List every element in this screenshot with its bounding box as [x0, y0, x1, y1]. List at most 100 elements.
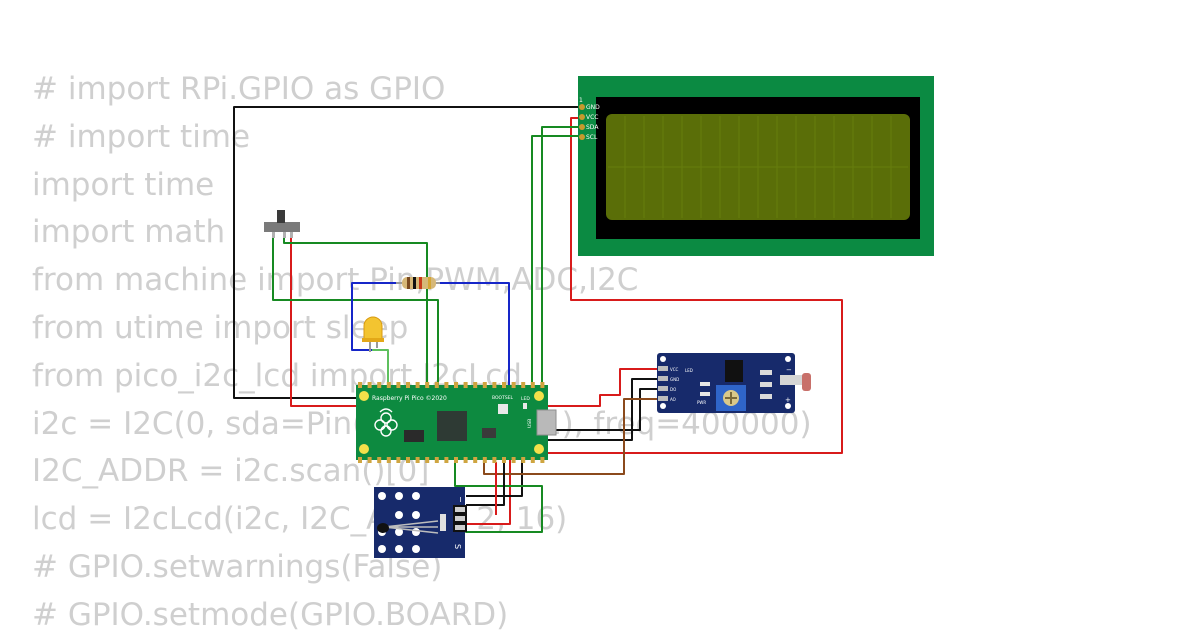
switch-knob [277, 210, 285, 223]
pico-pin[interactable] [358, 382, 362, 388]
temp-s-label: S [453, 544, 462, 549]
pico-pin[interactable] [473, 457, 478, 463]
raspberry-pi-pico[interactable]: Raspberry Pi Pico ©2020 BOOTSEL LED USB [356, 382, 557, 463]
yellow-led[interactable] [362, 316, 384, 352]
wire-led-green[interactable] [372, 349, 389, 385]
ldr-plus-label: + [785, 396, 791, 404]
temperature-sensor-module[interactable]: − S [374, 487, 467, 558]
pico-pin[interactable] [530, 457, 535, 463]
pico-pin[interactable] [454, 457, 458, 463]
ldr-pin-gnd-label: GND [670, 377, 679, 382]
lcd-display[interactable]: 1 GND VCC SDA SCL [578, 76, 934, 256]
pico-pin[interactable] [511, 382, 516, 388]
pico-pin[interactable] [530, 382, 535, 388]
wire-ldr-ao[interactable] [483, 398, 660, 475]
pico-pin[interactable] [521, 457, 526, 463]
pico-pin[interactable] [502, 382, 506, 388]
lcd-pin-vcc-label: VCC [586, 114, 598, 121]
wire-resistor-blue-2[interactable] [437, 282, 510, 385]
pico-pin[interactable] [377, 457, 382, 463]
pico-pin[interactable] [473, 382, 478, 388]
pico-chip-rp2040 [437, 411, 467, 441]
pico-usb-label: USB [527, 419, 533, 428]
wire-lcd-vcc[interactable] [520, 117, 843, 454]
pico-flash-chip [404, 430, 424, 442]
pico-mount-hole [359, 444, 369, 454]
pico-pin[interactable] [406, 457, 410, 463]
pico-pin[interactable] [386, 457, 391, 463]
ldr-pin-pads [658, 366, 668, 401]
pico-pin[interactable] [482, 382, 487, 388]
wires [233, 106, 843, 533]
code-line: # GPIO.setmode(GPIO.BOARD) [32, 596, 509, 633]
pico-silkscreen: Raspberry Pi Pico ©2020 [372, 395, 447, 402]
pico-pin[interactable] [511, 457, 516, 463]
pico-pin[interactable] [434, 382, 439, 388]
pico-mount-hole [534, 444, 544, 454]
pico-pin[interactable] [425, 382, 430, 388]
code-line: from utime import sleep [32, 309, 409, 346]
pico-pin[interactable] [492, 457, 497, 463]
ldr-pin-do-label: DO [670, 387, 676, 392]
pico-pin[interactable] [540, 457, 545, 463]
resistor[interactable] [396, 277, 440, 289]
pico-pin[interactable] [396, 382, 401, 388]
pico-pin[interactable] [377, 382, 382, 388]
raspberry-logo-icon [374, 408, 398, 437]
pico-usb-port[interactable] [536, 409, 557, 436]
wire-lcd-sda[interactable] [541, 126, 582, 385]
wire-ldr-gnd[interactable] [466, 378, 660, 497]
pico-crystal [482, 428, 496, 438]
switch-body [264, 222, 300, 232]
pico-pin[interactable] [463, 382, 468, 388]
thermistor-bead [377, 523, 389, 533]
pico-pin[interactable] [367, 382, 372, 388]
pico-pin[interactable] [492, 382, 497, 388]
pico-pin[interactable] [463, 457, 468, 463]
pico-pin[interactable] [406, 382, 410, 388]
pico-pin[interactable] [425, 457, 430, 463]
lcd-pin-gnd-label: GND [586, 104, 600, 111]
pico-pin[interactable] [444, 457, 449, 463]
code-line: # GPIO.setwarnings(False) [32, 548, 443, 585]
pico-pin[interactable] [444, 382, 449, 388]
code-line: import time [32, 166, 215, 203]
pico-pin[interactable] [415, 382, 420, 388]
wire-switch-vcc[interactable] [290, 232, 511, 525]
pico-top-pins [358, 382, 545, 388]
wire-ldr-vcc[interactable] [548, 368, 660, 407]
ldr-sensor-leads [780, 375, 804, 385]
ldr-photoresistor [802, 373, 811, 391]
wire-temp-gnd[interactable] [466, 462, 505, 506]
pot-screw-icon [725, 392, 737, 404]
pico-pin[interactable] [454, 382, 458, 388]
ldr-comparator-chip [725, 360, 743, 382]
pico-pin[interactable] [521, 382, 526, 388]
pico-pin[interactable] [482, 457, 487, 463]
code-line: # import time [32, 118, 251, 155]
wire-lcd-scl[interactable] [531, 135, 582, 385]
pico-mount-hole [359, 391, 369, 401]
pico-pin[interactable] [415, 457, 420, 463]
pico-pin[interactable] [367, 457, 372, 463]
pico-pin[interactable] [396, 457, 401, 463]
slide-switch[interactable] [264, 210, 300, 238]
lcd-pin1-label: 1 [579, 97, 583, 104]
thermistor-leads [383, 520, 439, 534]
bootsel-button[interactable] [498, 404, 508, 414]
pico-pin[interactable] [386, 382, 391, 388]
pico-pin[interactable] [434, 457, 439, 463]
ldr-light-sensor-module[interactable]: VCC GND DO AO LED PWR − + [657, 353, 811, 413]
temp-minus-label: − [456, 496, 465, 503]
ldr-pwr-label: PWR [697, 400, 706, 405]
wire-switch-gnd[interactable] [272, 232, 439, 385]
code-line: import math [32, 214, 226, 251]
wire-switch-signal[interactable] [283, 232, 428, 385]
wire-ldr-do[interactable] [548, 388, 660, 431]
pico-pin[interactable] [540, 382, 545, 388]
lcd-char-grid [608, 116, 908, 218]
ldr-led-label: LED [685, 368, 693, 373]
pico-pin[interactable] [358, 457, 362, 463]
wire-resistor-blue[interactable] [351, 282, 402, 351]
pico-pin[interactable] [502, 457, 506, 463]
